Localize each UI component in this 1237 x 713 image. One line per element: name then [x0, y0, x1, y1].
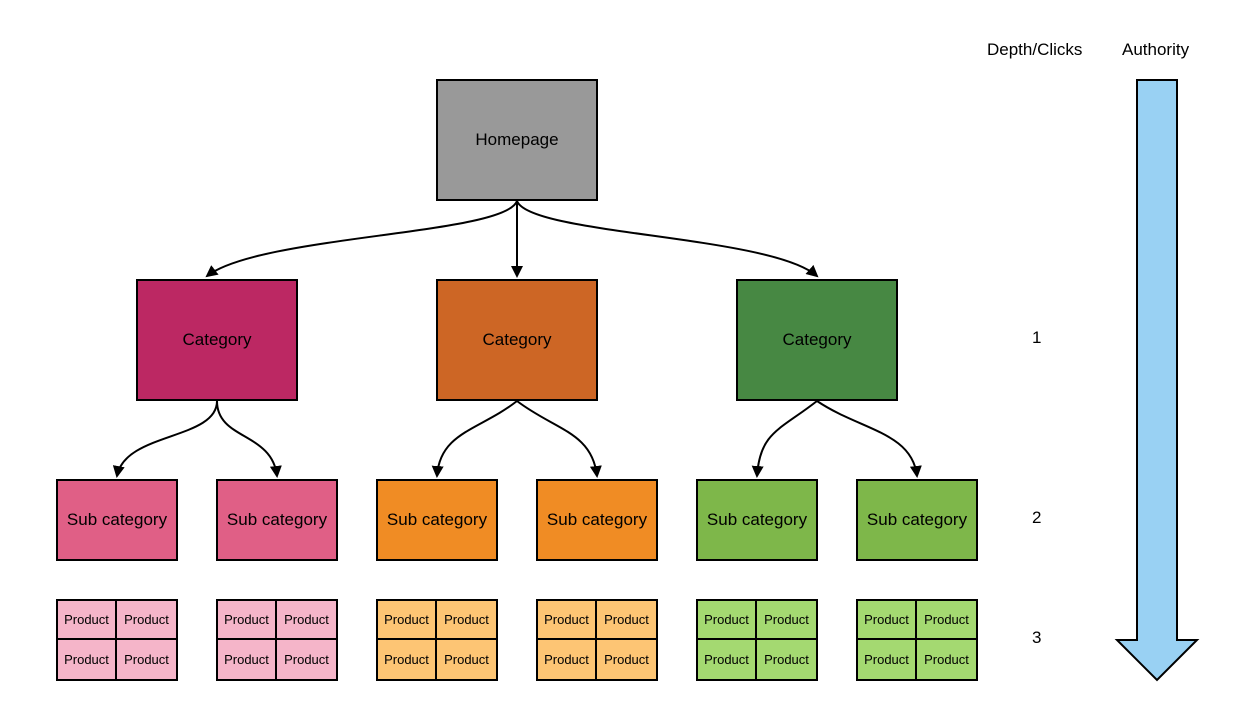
- authority-arrow-icon: [1114, 79, 1200, 682]
- product-cell: Product: [757, 601, 816, 640]
- product-grid-3-2: Product Product Product Product: [856, 599, 978, 681]
- product-grid-2-2: Product Product Product Product: [536, 599, 658, 681]
- product-cell: Product: [277, 601, 336, 640]
- connector-cat1-sub2: [216, 400, 282, 478]
- depth-level-3: 3: [1032, 628, 1042, 647]
- product-cell: Product: [58, 640, 117, 679]
- product-cell: Product: [924, 652, 969, 667]
- subcategory-node-3-2: Sub category: [856, 479, 978, 561]
- product-grid-3-1: Product Product Product Product: [696, 599, 818, 681]
- product-cell: Product: [284, 652, 329, 667]
- product-cell: Product: [917, 601, 976, 640]
- product-cell: Product: [538, 640, 597, 679]
- subcategory-node-2-1: Sub category: [376, 479, 498, 561]
- category-node-2: Category: [436, 279, 598, 401]
- connector-cat2-sub2: [516, 400, 602, 478]
- authority-header: Authority: [1122, 40, 1190, 59]
- product-cell: Product: [378, 601, 437, 640]
- connector-cat1-sub1: [112, 400, 218, 478]
- product-cell: Product: [378, 640, 437, 679]
- subcategory-label: Sub category: [386, 510, 488, 529]
- product-cell: Product: [117, 601, 176, 640]
- product-cell: Product: [437, 601, 496, 640]
- connector-home-category-3: [516, 200, 819, 278]
- product-cell: Product: [698, 601, 757, 640]
- connector-cat2-sub1: [431, 400, 518, 478]
- product-cell: Product: [698, 640, 757, 679]
- product-cell: Product: [218, 601, 277, 640]
- product-cell: Product: [538, 601, 597, 640]
- subcategory-label: Sub category: [66, 510, 168, 529]
- product-cell: Product: [764, 652, 809, 667]
- product-cell: Product: [597, 601, 656, 640]
- depth-clicks-header: Depth/Clicks: [987, 40, 1083, 59]
- product-cell: Product: [218, 640, 277, 679]
- homepage-label: Homepage: [475, 130, 559, 149]
- subcategory-label: Sub category: [226, 510, 328, 529]
- homepage-node: Homepage: [436, 79, 598, 201]
- product-cell: Product: [604, 652, 649, 667]
- subcategory-label: Sub category: [706, 510, 808, 529]
- subcategory-label: Sub category: [866, 510, 968, 529]
- depth-level-1: 1: [1032, 328, 1042, 347]
- category-node-1: Category: [136, 279, 298, 401]
- category-node-3: Category: [736, 279, 898, 401]
- connector-cat3-sub1: [751, 400, 818, 478]
- product-grid-1-2: Product Product Product Product: [216, 599, 338, 681]
- product-cell: Product: [124, 652, 169, 667]
- subcategory-label: Sub category: [546, 510, 648, 529]
- product-cell: Product: [858, 640, 917, 679]
- subcategory-node-2-2: Sub category: [536, 479, 658, 561]
- category-label: Category: [782, 330, 852, 349]
- product-cell: Product: [858, 601, 917, 640]
- product-cell: Product: [58, 601, 117, 640]
- product-grid-1-1: Product Product Product Product: [56, 599, 178, 681]
- category-label: Category: [482, 330, 552, 349]
- product-grid-2-1: Product Product Product Product: [376, 599, 498, 681]
- connector-home-category-1: [205, 200, 518, 278]
- product-cell: Product: [444, 652, 489, 667]
- subcategory-node-3-1: Sub category: [696, 479, 818, 561]
- depth-level-2: 2: [1032, 508, 1042, 527]
- category-label: Category: [182, 330, 252, 349]
- subcategory-node-1-2: Sub category: [216, 479, 338, 561]
- subcategory-node-1-1: Sub category: [56, 479, 178, 561]
- connector-cat3-sub2: [816, 400, 922, 478]
